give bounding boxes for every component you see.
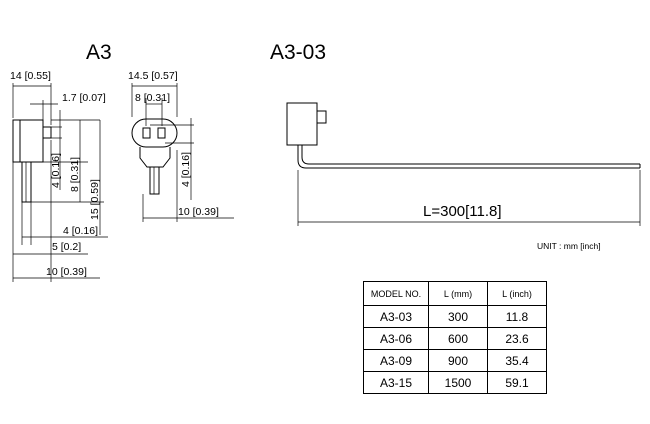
cell-mm: 900 [428,349,488,372]
table-row: A3-06 600 23.6 [363,327,547,350]
dim-8-top: 8 [0.31] [135,92,170,104]
dim-15-vertical: 15 [0.59] [89,179,101,220]
length-dimension [297,170,641,226]
header-l-mm: L (mm) [428,281,488,306]
dim-8-vertical: 8 [0.31] [69,157,81,192]
table-row: A3-15 1500 59.1 [363,371,547,394]
side-view-dimension-lines [12,83,108,282]
dim-5-horizontal: 5 [0.2] [52,241,81,253]
title-a3: A3 [86,41,112,64]
cell-mm: 1500 [428,371,488,394]
cell-inch: 35.4 [487,349,547,372]
plug-side-view [12,119,52,203]
dim-10-right: 10 [0.39] [178,206,219,218]
cell-inch: 11.8 [487,305,547,328]
length-label: L=300[11.8] [423,203,502,220]
cell-model: A3-06 [363,327,429,350]
header-model: MODEL NO. [363,281,429,306]
dim-10-bottom: 10 [0.39] [46,266,87,278]
dim-14-5: 14.5 [0.57] [128,70,178,82]
title-a3-03: A3-03 [270,41,326,64]
unit-note: UNIT : mm [inch] [537,241,601,251]
table-row: A3-03 300 11.8 [363,305,547,328]
cell-mm: 300 [428,305,488,328]
dim-4-vertical-b: 4 [0.16] [180,152,192,187]
cell-model: A3-03 [363,305,429,328]
cell-inch: 23.6 [487,327,547,350]
header-l-inch: L (inch) [487,281,547,306]
plug-front-view [131,118,178,195]
dim-4-horizontal: 4 [0.16] [63,225,98,237]
cell-inch: 59.1 [487,371,547,394]
dim-1-7: 1.7 [0.07] [62,92,106,104]
table-row: A3-09 900 35.4 [363,349,547,372]
cable-assembly [286,102,641,169]
table-header-row: MODEL NO. L (mm) L (inch) [363,281,547,306]
dim-14: 14 [0.55] [10,70,51,82]
cell-model: A3-15 [363,371,429,394]
cell-mm: 600 [428,327,488,350]
front-view-dimension-lines [131,83,234,222]
model-table: MODEL NO. L (mm) L (inch) A3-03 300 11.8… [363,281,547,394]
cell-model: A3-09 [363,349,429,372]
dim-4-vertical-a: 4 [0.16] [50,153,62,188]
